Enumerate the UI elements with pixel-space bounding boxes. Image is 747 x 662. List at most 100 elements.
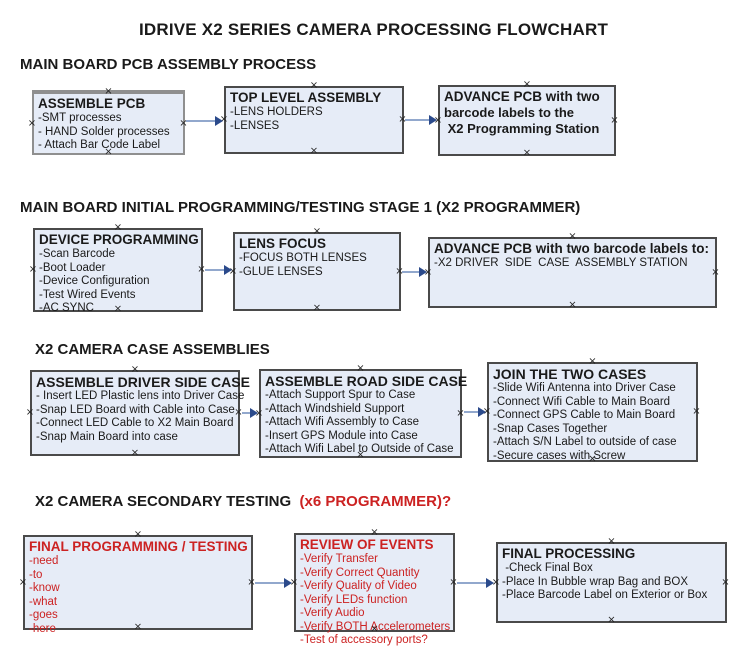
box-item: -Secure cases with Screw bbox=[493, 449, 626, 462]
box-title: LENS FOCUS bbox=[239, 236, 327, 251]
box-join-the-two-cases: JOIN THE TWO CASES -Slide Wifi Antenna i… bbox=[483, 357, 701, 465]
box-item: -Test of accessory ports? bbox=[300, 634, 428, 646]
box-item: -to bbox=[29, 568, 43, 581]
section-header-red-part: (x6 PROGRAMMER)? bbox=[295, 493, 452, 510]
arrowhead-icon bbox=[419, 267, 427, 277]
connector-arrow bbox=[402, 267, 427, 277]
section-header-case-assemblies: X2 CAMERA CASE ASSEMBLIES bbox=[35, 341, 270, 358]
box-lens-focus: LENS FOCUS -FOCUS BOTH LENSES-GLUE LENSE… bbox=[229, 227, 404, 314]
connection-point-icon: × bbox=[568, 299, 577, 311]
box-title: ASSEMBLE ROAD SIDE CASE bbox=[265, 373, 468, 389]
box-items: -Slide Wifi Antenna into Driver Case-Con… bbox=[493, 382, 692, 463]
arrowhead-icon bbox=[429, 115, 437, 125]
box-items: -need-to-know-what-goes-here bbox=[29, 555, 247, 636]
box-title: ASSEMBLE PCB bbox=[38, 96, 146, 111]
box-item: -AC SYNC bbox=[39, 302, 94, 314]
box-item: -Boot Loader bbox=[39, 261, 106, 274]
box-item: -Connect Wifi Cable to Main Board bbox=[493, 395, 671, 408]
connection-point-icon: × bbox=[610, 114, 619, 126]
box-title: TOP LEVEL ASSEMBLY bbox=[230, 90, 382, 105]
box-item: -Scan Barcode bbox=[39, 248, 116, 260]
box-final-programming-testing: FINAL PROGRAMMING / TESTING -need-to-kno… bbox=[19, 530, 256, 635]
arrowhead-icon bbox=[478, 407, 486, 417]
box-item: -FOCUS BOTH LENSES bbox=[239, 252, 367, 264]
box-item: -SMT processes bbox=[38, 112, 122, 124]
box-item: -know bbox=[29, 582, 60, 594]
box-device-programming: DEVICE PROGRAMMING -Scan Barcode-Boot Lo… bbox=[29, 223, 206, 315]
box-item: -Verify BOTH Accelerometers bbox=[300, 620, 451, 633]
connection-point-icon: × bbox=[711, 266, 720, 278]
box-assemble-pcb: ASSEMBLE PCB -SMT processes- HAND Solder… bbox=[28, 87, 188, 158]
section-header-secondary-testing: X2 CAMERA SECONDARY TESTING (x6 PROGRAMM… bbox=[35, 493, 451, 510]
connection-point-icon: × bbox=[692, 406, 701, 417]
box-item: barcode labels to the bbox=[444, 105, 575, 120]
box-items: -Scan Barcode-Boot Loader-Device Configu… bbox=[39, 248, 197, 316]
box-items: -FOCUS BOTH LENSES-GLUE LENSES bbox=[239, 252, 395, 279]
arrowhead-icon bbox=[215, 116, 223, 126]
box-item: -Slide Wifi Antenna into Driver Case bbox=[493, 382, 676, 394]
arrowhead-icon bbox=[250, 408, 258, 418]
box-item: -Insert GPS Module into Case bbox=[265, 429, 418, 442]
page-title: IDRIVE X2 SERIES CAMERA PROCESSING FLOWC… bbox=[138, 20, 609, 39]
connection-point-icon: × bbox=[312, 302, 322, 314]
box-assemble-road-side-case: ASSEMBLE ROAD SIDE CASE -Attach Support … bbox=[255, 364, 468, 461]
box-item: -Attach Wifi Label to Outside of Case bbox=[265, 443, 454, 455]
box-item: -Verify LEDs function bbox=[300, 593, 408, 606]
box-title: FINAL PROCESSING bbox=[502, 546, 636, 561]
box-item: -Verify Correct Quantity bbox=[300, 566, 420, 579]
box-assemble-driver-side-case: ASSEMBLE DRIVER SIDE CASE - Insert LED P… bbox=[26, 365, 250, 459]
box-item: -Check Final Box bbox=[502, 562, 593, 574]
arrowhead-icon bbox=[224, 265, 232, 275]
box-item: -Attach Windshield Support bbox=[265, 402, 405, 415]
box-item: -Connect LED Cable to X2 Main Board bbox=[36, 417, 234, 429]
box-items: -Attach Support Spur to Case-Attach Wind… bbox=[265, 389, 456, 457]
connection-point-icon: × bbox=[607, 614, 616, 626]
box-item: -Attach Wifi Assembly to Case bbox=[265, 416, 420, 428]
connection-point-icon: × bbox=[28, 264, 38, 275]
box-item: -Snap LED Board with Cable into Case bbox=[36, 403, 235, 416]
box-items: -Check Final Box-Place In Bubble wrap Ba… bbox=[502, 562, 721, 603]
box-title: DEVICE PROGRAMMING bbox=[39, 232, 199, 247]
box-item: - HAND Solder processes bbox=[38, 125, 170, 138]
box-item: X2 Programming Station bbox=[444, 121, 600, 136]
box-items: barcode labels to the X2 Programming Sta… bbox=[444, 105, 610, 137]
box-item: - Attach Bar Code Label bbox=[38, 139, 161, 151]
connection-point-icon: × bbox=[309, 145, 319, 157]
box-item: -what bbox=[29, 595, 58, 608]
connection-point-icon: × bbox=[18, 576, 28, 588]
box-item: -LENS HOLDERS bbox=[230, 106, 323, 118]
connector-arrow bbox=[457, 578, 494, 588]
box-title: JOIN THE TWO CASES bbox=[493, 366, 647, 382]
box-title: ASSEMBLE DRIVER SIDE CASE bbox=[36, 374, 250, 390]
connector-arrow bbox=[405, 115, 437, 125]
box-final-processing: FINAL PROCESSING -Check Final Box-Place … bbox=[492, 537, 730, 626]
box-advance-pcb-driver-side: ADVANCE PCB with two barcode labels to: … bbox=[424, 232, 720, 311]
box-title: FINAL PROGRAMMING / TESTING bbox=[29, 539, 248, 554]
box-item: -GLUE LENSES bbox=[239, 265, 323, 278]
box-item: -goes bbox=[29, 609, 58, 621]
box-item: -need bbox=[29, 555, 59, 567]
box-title: REVIEW OF EVENTS bbox=[300, 537, 434, 552]
box-item: -X2 DRIVER SIDE CASE ASSEMBLY STATION bbox=[434, 257, 688, 269]
box-item: -Device Configuration bbox=[39, 275, 150, 287]
box-item: -Attach S/N Label to outside of case bbox=[493, 436, 677, 448]
box-item: - Insert LED Plastic lens into Driver Ca… bbox=[36, 390, 245, 402]
box-item: -Verify Transfer bbox=[300, 553, 378, 565]
section-header-initial-programming: MAIN BOARD INITIAL PROGRAMMING/TESTING S… bbox=[20, 199, 581, 216]
arrowhead-icon bbox=[284, 578, 292, 588]
box-item: -Snap Cases Together bbox=[493, 422, 608, 435]
section-header-black-part: X2 CAMERA SECONDARY TESTING bbox=[35, 493, 296, 510]
box-item: -LENSES bbox=[230, 119, 280, 132]
box-item: -Verify Quality of Video bbox=[300, 580, 417, 592]
connection-point-icon: × bbox=[522, 147, 532, 159]
box-items: -X2 DRIVER SIDE CASE ASSEMBLY STATION bbox=[434, 257, 711, 271]
section-header-pcb-assembly: MAIN BOARD PCB ASSEMBLY PROCESS bbox=[20, 56, 317, 73]
box-item: -Test Wired Events bbox=[39, 288, 136, 301]
connector-arrow bbox=[186, 116, 223, 126]
box-item: -Verify Audio bbox=[300, 607, 365, 619]
box-item: -here bbox=[29, 622, 56, 635]
box-top-level-assembly: TOP LEVEL ASSEMBLY -LENS HOLDERS-LENSES … bbox=[220, 81, 407, 157]
connector-arrow bbox=[464, 407, 486, 417]
box-title: ADVANCE PCB with two bbox=[444, 89, 600, 104]
